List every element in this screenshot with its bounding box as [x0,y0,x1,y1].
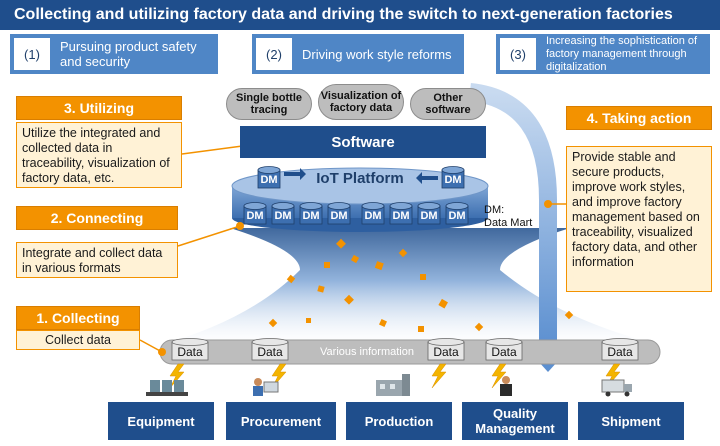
goal-3-number: (3) [500,38,536,70]
dm-label: DM [330,210,348,222]
dm-row [243,202,469,225]
source-production: Production [346,402,452,440]
step-action-text: Provide stable and secure products, impr… [566,146,712,292]
data-cylinder-label: Data [257,345,283,359]
various-information-label: Various information [320,346,414,358]
dm-label: DM [448,210,466,222]
data-funnel [160,228,660,345]
procurement-icon [253,378,279,396]
dm-legend: DM: Data Mart [484,204,533,229]
goal-2-number: (2) [256,38,292,70]
goal-1: (1) Pursuing product safety and security [10,34,218,74]
data-cylinder-label: Data [491,345,517,359]
data-cylinder-label: Data [433,345,459,359]
dm-label: DM [364,210,382,222]
data-cylinder-label: Data [607,345,633,359]
step-collecting-text: Collect data [16,330,140,350]
dm-label: DM [274,210,292,222]
shipment-icon [601,379,632,397]
goal-2-text: Driving work style reforms [302,46,452,62]
step-connecting-text: Integrate and collect data in various fo… [16,242,178,278]
page-title: Collecting and utilizing factory data an… [0,0,720,30]
app-visualization-factory-data: Visualization of factory data [318,84,404,120]
source-procurement: Procurement [226,402,336,440]
goal-1-text: Pursuing product safety and security [60,39,197,69]
dm-label: DM [444,174,462,186]
app-other-software: Other software [410,88,486,120]
dm-label: DM [246,210,264,222]
equipment-icon [146,380,188,396]
source-equipment: Equipment [108,402,214,440]
source-shipment: Shipment [578,402,684,440]
step-utilizing-text: Utilize the integrated and collected dat… [16,122,182,188]
software-bar: Software [240,126,486,158]
dm-label: DM [302,210,320,222]
production-icon [376,374,410,396]
dm-label: DM [392,210,410,222]
source-quality-management: Quality Management [462,402,568,440]
step-collecting-title: 1. Collecting [16,306,140,330]
data-cylinder-label: Data [177,345,203,359]
quality-management-icon [500,376,512,396]
action-arrow-shaft [468,83,557,350]
app-single-bottle-tracing: Single bottle tracing [226,88,312,120]
iot-platform-label: IoT Platform [316,170,404,187]
step-connecting-title: 2. Connecting [16,206,178,230]
goal-3-text: Increasing the sophistication of factory… [546,34,698,73]
dm-label: DM [260,174,278,186]
data-particles [268,238,574,332]
goal-2: (2) Driving work style reforms [252,34,464,74]
step-utilizing-title: 3. Utilizing [16,96,182,120]
dm-label: DM [420,210,438,222]
goal-1-number: (1) [14,38,50,70]
goal-3: (3) Increasing the sophistication of fac… [496,34,710,74]
step-action-title: 4. Taking action [566,106,712,130]
